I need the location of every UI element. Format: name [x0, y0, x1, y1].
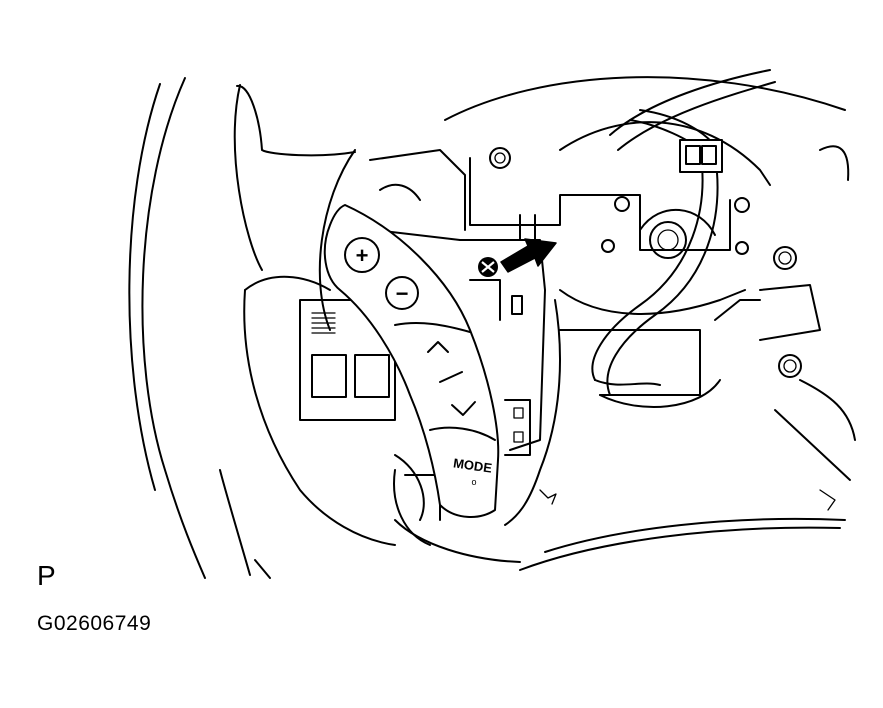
volume-up-button: +: [344, 237, 380, 273]
figure-code: G02606749: [37, 612, 152, 635]
connector: [679, 139, 723, 173]
seek-up-button: [427, 341, 449, 353]
arrow-icon: [500, 238, 557, 273]
steering-switch-assembly: + − MODE o: [323, 204, 500, 518]
menu-icon: [311, 312, 336, 334]
steering-wheel-rim: [128, 77, 846, 579]
seek-down-button: [451, 401, 476, 416]
svg-text:MODE: MODE: [452, 455, 493, 475]
mode-button: MODE o: [452, 455, 493, 487]
volume-down-button: −: [385, 276, 419, 310]
view-label: P: [37, 560, 56, 591]
steering-hub: [444, 76, 856, 511]
svg-text:+: +: [356, 243, 369, 268]
svg-text:o: o: [471, 477, 476, 487]
lower-cover: [393, 469, 521, 563]
svg-text:−: −: [396, 281, 409, 306]
screw-icon: [478, 257, 498, 277]
switch-bracket: [459, 214, 561, 526]
seek-center-button: [439, 371, 463, 383]
left-spoke-housing: [243, 149, 466, 546]
